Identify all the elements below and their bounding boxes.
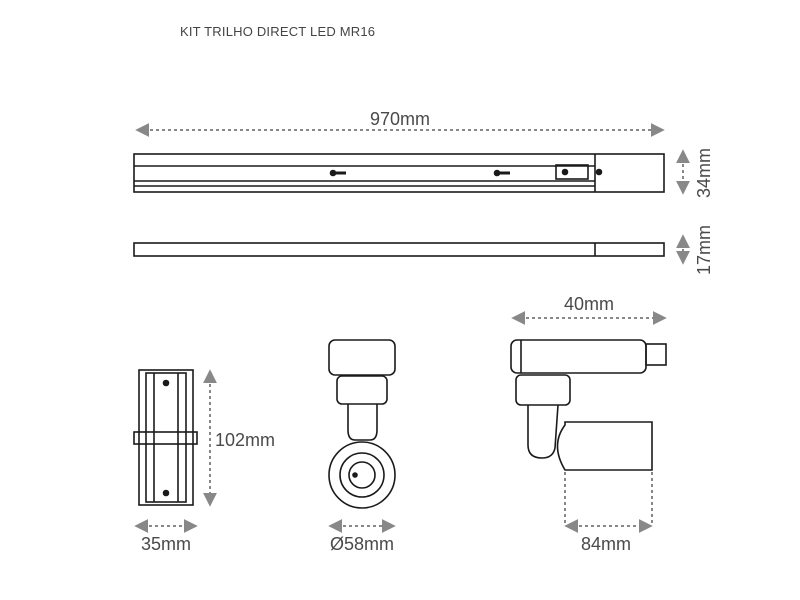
rail-thickness-label: 17mm	[694, 225, 714, 275]
spot-diameter-label: Ø58mm	[330, 534, 394, 554]
rail-length-label: 970mm	[370, 109, 430, 129]
spot-depth-dimension: 40mm	[511, 294, 667, 325]
rail-length-dimension: 970mm	[135, 109, 665, 137]
spot-length-label: 84mm	[581, 534, 631, 554]
connector-view	[133, 369, 198, 506]
rail-thickness-dimension: 17mm	[676, 225, 714, 275]
connector-width-dimension: 35mm	[134, 519, 198, 554]
rail-top-view	[133, 242, 665, 257]
rail-height-dimension: 34mm	[676, 148, 714, 198]
connector-length-dimension: 102mm	[203, 369, 275, 507]
spot-depth-label: 40mm	[564, 294, 614, 314]
spot-front-view	[328, 339, 396, 509]
spot-length-dimension: 84mm	[564, 472, 653, 554]
rail-side-view	[133, 153, 665, 193]
spot-diameter-dimension: Ø58mm	[328, 519, 396, 554]
spot-side-view	[510, 339, 667, 471]
rail-height-label: 34mm	[694, 148, 714, 198]
connector-length-label: 102mm	[215, 430, 275, 450]
drawing-title: KIT TRILHO DIRECT LED MR16	[180, 24, 376, 39]
connector-width-label: 35mm	[141, 534, 191, 554]
